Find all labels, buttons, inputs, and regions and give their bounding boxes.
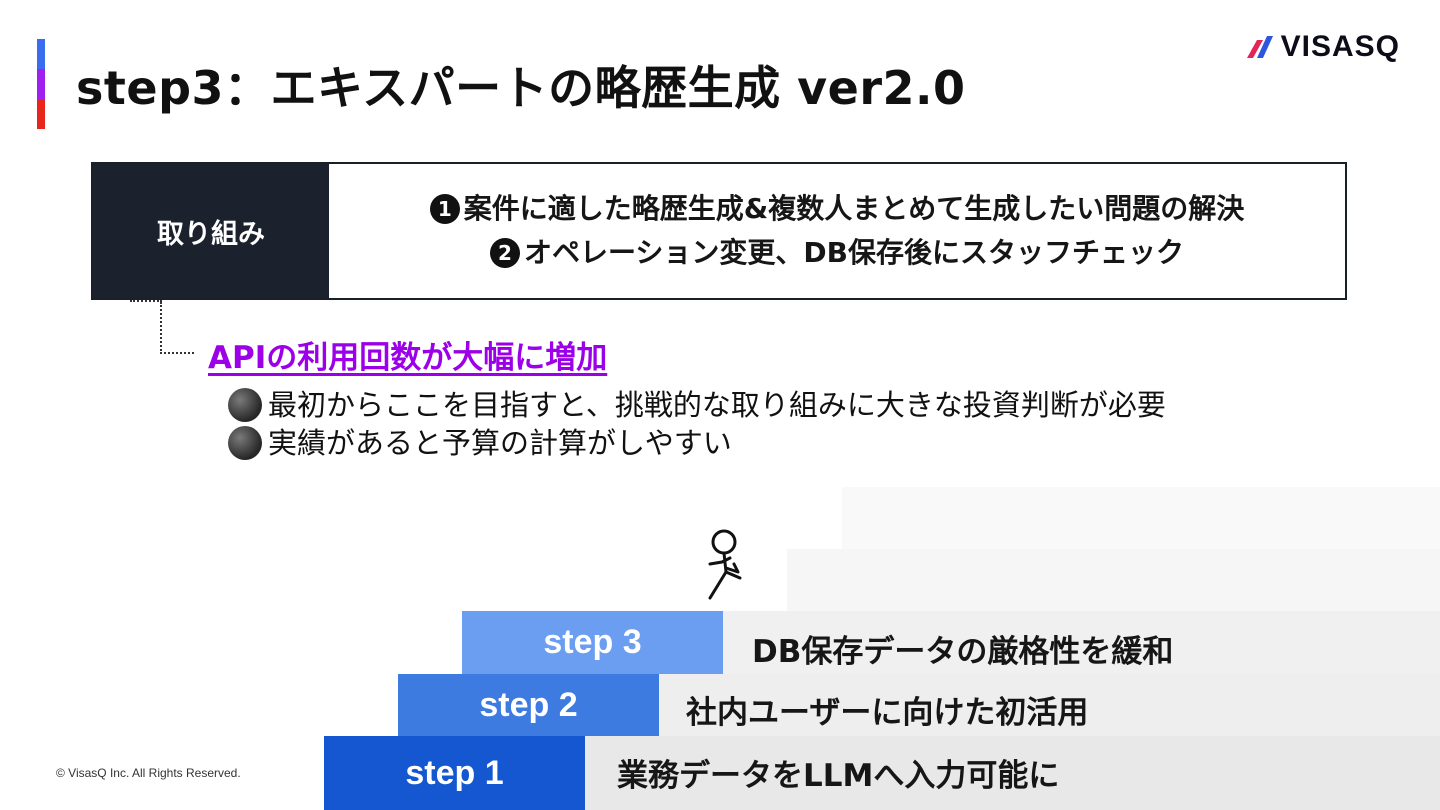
visasq-logo: VISASQ <box>1245 30 1400 64</box>
initiative-items: 1 案件に適した略歴生成&複数人まとめて生成したい問題の解決 2 オペレーション… <box>329 164 1345 298</box>
initiative-label: 取り組み <box>93 164 329 298</box>
accent-segment-red <box>37 99 45 129</box>
initiative-box: 取り組み 1 案件に適した略歴生成&複数人まとめて生成したい問題の解決 2 オペ… <box>91 162 1347 300</box>
number-circle-icon: 1 <box>429 194 460 224</box>
accent-segment-blue <box>37 39 45 69</box>
initiative-item-text: 案件に適した略歴生成&複数人まとめて生成したい問題の解決 <box>463 192 1245 225</box>
bullet-dot-icon <box>228 426 262 460</box>
initiative-item: 1 案件に適した略歴生成&複数人まとめて生成したい問題の解決 <box>429 187 1245 231</box>
step-3-block: step 3 <box>462 611 723 674</box>
slide-title: step3：エキスパートの略歴生成 ver2.0 <box>76 61 966 115</box>
stair-step-1-bg <box>585 736 1440 810</box>
step-1-description: 業務データをLLMへ入力可能に <box>617 758 1060 794</box>
bullet-list: 最初からここを目指すと、挑戦的な取り組みに大きな投資判断が必要 実績があると予算… <box>228 386 1166 462</box>
bullet-text: 最初からここを目指すと、挑戦的な取り組みに大きな投資判断が必要 <box>268 388 1166 422</box>
stair-step-5 <box>842 487 1440 549</box>
step-1-block: step 1 <box>324 736 585 810</box>
running-stick-figure-icon <box>708 529 742 600</box>
stair-step-3-bg <box>723 611 1440 674</box>
dotted-connector-top <box>130 300 162 302</box>
stair-step-2-bg <box>659 674 1440 736</box>
initiative-item: 2 オペレーション変更、DB保存後にスタッフチェック <box>489 231 1185 275</box>
number-circle-icon: 2 <box>489 238 520 268</box>
bullet-dot-icon <box>228 388 262 422</box>
bullet-item: 最初からここを目指すと、挑戦的な取り組みに大きな投資判断が必要 <box>228 386 1166 424</box>
logo-slash-icon <box>1246 36 1273 58</box>
highlight-result: APIの利用回数が大幅に増加 <box>208 340 608 376</box>
initiative-item-text: オペレーション変更、DB保存後にスタッフチェック <box>523 236 1185 269</box>
accent-segment-purple <box>37 69 45 99</box>
title-accent-bar <box>37 39 45 129</box>
step-2-description: 社内ユーザーに向けた初活用 <box>686 695 1089 731</box>
stair-step-4 <box>787 549 1440 611</box>
step-2-block: step 2 <box>398 674 659 736</box>
logo-text: VISASQ <box>1280 30 1400 63</box>
footer-copyright: © VisasQ Inc. All Rights Reserved. <box>56 766 241 780</box>
dotted-connector <box>160 302 194 354</box>
step-3-description: DB保存データの厳格性を緩和 <box>752 634 1174 670</box>
bullet-text: 実績があると予算の計算がしやすい <box>268 426 732 460</box>
bullet-item: 実績があると予算の計算がしやすい <box>228 424 1166 462</box>
